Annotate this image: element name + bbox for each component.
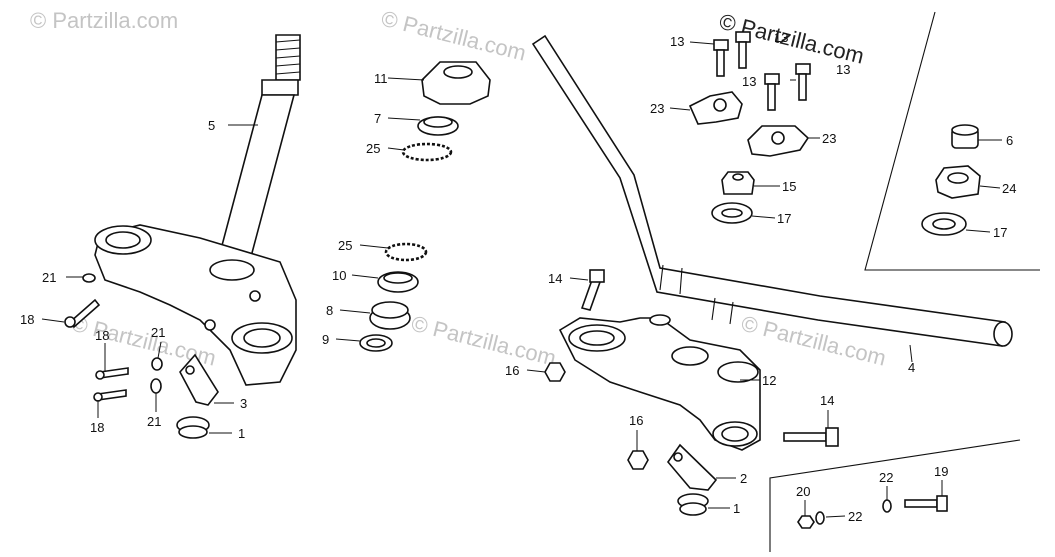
callout-label: 10	[332, 268, 346, 283]
bolt-13	[764, 73, 780, 111]
callout-label: 6	[1006, 133, 1013, 148]
washer-21	[82, 273, 96, 283]
grommet-1	[176, 416, 210, 439]
cap-nut-6	[951, 124, 979, 149]
callout-label: 9	[322, 332, 329, 347]
bolt-13	[795, 63, 811, 101]
callout-label: 20	[796, 484, 810, 499]
handlebar-holder-23	[688, 91, 743, 125]
washer-22	[882, 499, 892, 513]
callout-label: 4	[908, 360, 915, 375]
top-bridge-12	[558, 314, 761, 451]
callout-label: 19	[934, 464, 948, 479]
washer-21	[150, 378, 162, 394]
callout-label: 8	[326, 303, 333, 318]
callout-label: 13	[836, 62, 850, 77]
callout-label: 1	[733, 501, 740, 516]
cable-guide-2	[666, 443, 718, 491]
bearing-cone-7	[417, 116, 459, 136]
callout-label: 3	[240, 396, 247, 411]
grommet-1	[677, 493, 709, 516]
handlebar-4	[531, 34, 1013, 347]
nut-20	[797, 515, 815, 529]
callout-label: 17	[993, 225, 1007, 240]
callout-label: 16	[629, 413, 643, 428]
callout-label: 22	[848, 509, 862, 524]
bolt-19	[904, 495, 948, 512]
ball-retainer-25	[401, 142, 453, 162]
bolt-13	[713, 39, 729, 77]
ball-retainer-25	[384, 242, 428, 262]
callout-label: 17	[777, 211, 791, 226]
callout-label: 2	[740, 471, 747, 486]
callout-label: 21	[151, 325, 165, 340]
nut-24	[935, 165, 981, 199]
callout-label: 23	[822, 131, 836, 146]
bolt-13	[735, 31, 751, 69]
washer-21	[151, 357, 163, 371]
watermark: © Partzilla.com	[30, 8, 178, 33]
callout-label: 7	[374, 111, 381, 126]
optional-parts-box	[864, 11, 1040, 271]
callout-label: 12	[762, 373, 776, 388]
bearing-race-11	[421, 61, 491, 105]
callout-label: 24	[1002, 181, 1016, 196]
washer-17	[711, 202, 753, 224]
callout-label: 14	[548, 271, 562, 286]
callout-label: 13	[774, 30, 788, 45]
callout-label: 13	[670, 34, 684, 49]
callout-label: 18	[90, 420, 104, 435]
callout-label: 25	[338, 238, 352, 253]
callout-label: 22	[879, 470, 893, 485]
leader-lines	[41, 41, 1002, 518]
optional-parts-box	[769, 439, 1021, 552]
callout-label: 18	[20, 312, 34, 327]
bolt-18	[95, 367, 129, 380]
steering-stem	[94, 34, 301, 386]
callout-label: 1	[238, 426, 245, 441]
nut-16	[544, 362, 566, 382]
callout-label: 18	[95, 328, 109, 343]
bolt-14	[783, 427, 839, 447]
callout-label: 14	[820, 393, 834, 408]
bolt-18	[64, 298, 101, 329]
callout-label: 16	[505, 363, 519, 378]
bolt-14	[580, 269, 605, 311]
bolt-18	[93, 389, 127, 402]
washer-22	[815, 511, 825, 525]
callout-label: 25	[366, 141, 380, 156]
nut-16	[627, 450, 649, 470]
cable-guide-3	[179, 353, 219, 406]
washer-15	[721, 171, 755, 195]
callout-label: 11	[374, 71, 388, 86]
callout-label: 21	[147, 414, 161, 429]
dust-seal-9	[359, 334, 393, 352]
callout-label: 15	[782, 179, 796, 194]
handlebar-holder-23	[747, 125, 810, 157]
watermark: © Partzilla.com	[409, 311, 559, 371]
callout-label: 5	[208, 118, 215, 133]
callout-label: 13	[742, 74, 756, 89]
washer-17	[921, 212, 967, 236]
bearing-race-10	[377, 271, 419, 293]
callout-label: 21	[42, 270, 56, 285]
bearing-cone-8	[369, 301, 411, 330]
callout-label: 23	[650, 101, 664, 116]
watermark: © Partzilla.com	[379, 6, 529, 66]
